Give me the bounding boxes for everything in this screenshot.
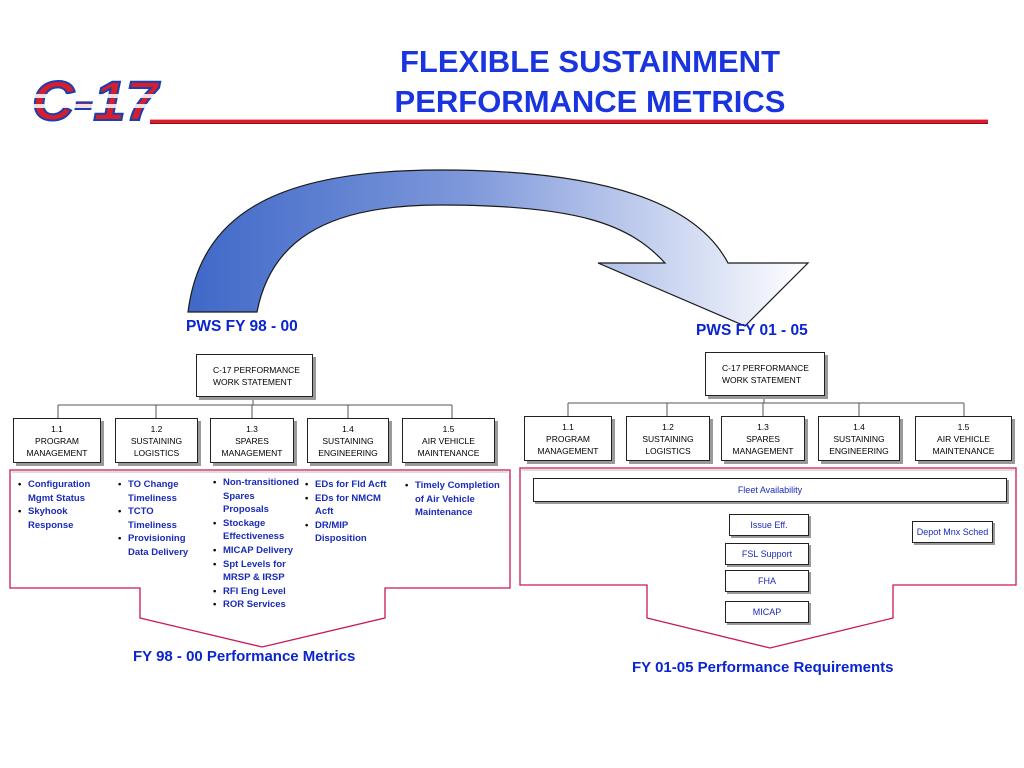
left-footer-label: FY 98 - 00 Performance Metrics xyxy=(133,648,356,665)
right-box-1-2: 1.2 SUSTAINING LOGISTICS xyxy=(626,416,710,461)
left-box-line1: SUSTAINING xyxy=(322,435,374,446)
left-box-num: 1.4 xyxy=(342,423,354,434)
issue-eff-box: Issue Eff. xyxy=(729,514,809,536)
right-box-line2: MANAGEMENT xyxy=(732,445,794,456)
left-box-line1: AIR VEHICLE xyxy=(422,435,475,446)
left-box-line2: ENGINEERING xyxy=(318,447,378,458)
metric-item: MICAP Delivery xyxy=(212,544,308,558)
left-top-box: C-17 PERFORMANCE WORK STATEMENT xyxy=(196,354,313,397)
left-box-1-5: 1.5 AIR VEHICLE MAINTENANCE xyxy=(402,418,495,463)
micap-box: MICAP xyxy=(725,601,809,623)
right-box-line2: ENGINEERING xyxy=(829,445,889,456)
right-box-line1: SUSTAINING xyxy=(642,433,694,444)
right-box-line2: MAINTENANCE xyxy=(932,445,995,456)
left-box-1-4: 1.4 SUSTAINING ENGINEERING xyxy=(307,418,389,463)
right-top-box-line1: C-17 PERFORMANCE xyxy=(722,363,809,373)
left-box-line2: MANAGEMENT xyxy=(221,447,283,458)
left-pws-label: PWS FY 98 - 00 xyxy=(186,318,298,335)
right-box-1-1: 1.1 PROGRAM MANAGEMENT xyxy=(524,416,612,461)
right-box-line2: LOGISTICS xyxy=(645,445,691,456)
left-box-line2: MANAGEMENT xyxy=(26,447,88,458)
right-box-line2: MANAGEMENT xyxy=(537,445,599,456)
left-box-num: 1.5 xyxy=(442,423,455,434)
right-box-num: 1.2 xyxy=(662,421,674,432)
right-box-line1: AIR VEHICLE xyxy=(937,433,990,444)
left-top-box-line1: C-17 PERFORMANCE xyxy=(213,364,300,375)
left-box-num: 1.2 xyxy=(150,423,163,434)
logo-stripes xyxy=(30,94,162,108)
right-box-num: 1.5 xyxy=(957,421,970,432)
left-box-1-3: 1.3 SPARES MANAGEMENT xyxy=(210,418,294,463)
right-box-num: 1.4 xyxy=(853,421,865,432)
right-box-line1: PROGRAM xyxy=(546,433,590,444)
metric-item: EDs for Fld Acft xyxy=(304,478,400,492)
left-box-num: 1.1 xyxy=(51,423,63,434)
page-title-line2: PERFORMANCE METRICS xyxy=(394,84,786,119)
logo-rule xyxy=(150,119,988,124)
left-box-1-2: 1.2 SUSTAINING LOGISTICS xyxy=(115,418,198,463)
right-footer-label: FY 01-05 Performance Requirements xyxy=(632,659,894,676)
fha-box: FHA xyxy=(725,570,809,592)
c17-logo: C-17 xyxy=(30,72,162,130)
page-title-line1: FLEXIBLE SUSTAINMENT xyxy=(399,44,781,79)
metric-item: ROR Services xyxy=(212,598,308,612)
right-box-1-4: 1.4 SUSTAINING ENGINEERING xyxy=(818,416,900,461)
left-box-1-1: 1.1 PROGRAM MANAGEMENT xyxy=(13,418,101,463)
transition-arrow-shape xyxy=(187,169,810,327)
fsl-support-box: FSL Support xyxy=(725,543,809,565)
left-box-line1: SPARES xyxy=(235,435,269,446)
right-box-1-3: 1.3 SPARES MANAGEMENT xyxy=(721,416,805,461)
right-box-line1: SUSTAINING xyxy=(833,433,885,444)
left-box-line1: SUSTAINING xyxy=(130,435,183,446)
transition-arrow xyxy=(187,169,810,327)
fleet-availability-box: Fleet Availability xyxy=(533,478,1007,502)
right-top-box: C-17 PERFORMANCE WORK STATEMENT xyxy=(705,352,825,396)
metric-item: RFI Eng Level xyxy=(212,585,308,599)
right-box-1-5: 1.5 AIR VEHICLE MAINTENANCE xyxy=(915,416,1012,461)
left-box-line2: LOGISTICS xyxy=(133,447,180,458)
right-box-num: 1.3 xyxy=(757,421,769,432)
right-box-line1: SPARES xyxy=(746,433,780,444)
c17-logo-text: C-17 xyxy=(32,72,161,130)
right-pws-label: PWS FY 01 - 05 xyxy=(696,322,808,339)
right-box-num: 1.1 xyxy=(562,421,574,432)
left-top-box-line2: WORK STATEMENT xyxy=(213,376,293,387)
left-box-line2: MAINTENANCE xyxy=(417,447,480,458)
left-box-line1: PROGRAM xyxy=(35,435,79,446)
depot-mnx-sched-box: Depot Mnx Sched xyxy=(912,521,993,543)
right-top-box-line2: WORK STATEMENT xyxy=(722,375,802,385)
left-box-num: 1.3 xyxy=(246,423,258,434)
